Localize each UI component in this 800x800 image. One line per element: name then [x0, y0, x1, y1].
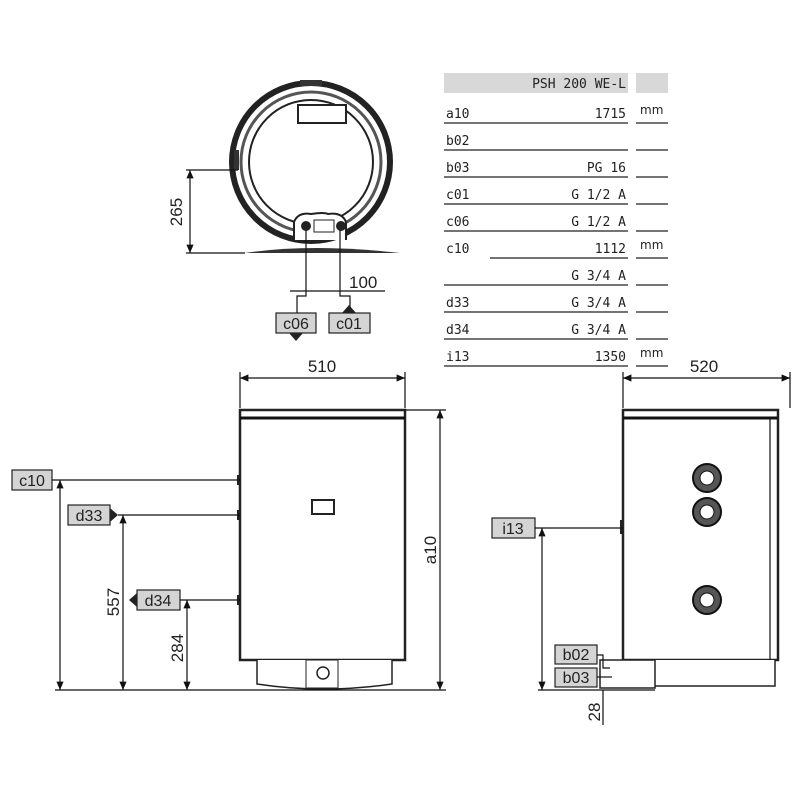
row-value: G 3/4 A	[571, 296, 626, 311]
row-code: d33	[446, 296, 469, 311]
spec-table: PSH 200 WE-L a10 1715 mm b02 b03 PG 16 c01 G 1/…	[444, 73, 668, 367]
row-value: G 3/4 A	[571, 269, 626, 284]
front-display	[311, 499, 335, 515]
side-tank-body	[621, 408, 780, 662]
label-c01-box	[328, 312, 371, 334]
table-title: PSH 200 WE-L	[532, 77, 626, 92]
label-d33: d33	[76, 508, 103, 525]
top-view: 265 100 c06 c01	[167, 80, 400, 341]
dim-510: 510	[308, 357, 336, 376]
row-value: 1715	[595, 107, 626, 122]
row-value: G 1/2 A	[571, 188, 626, 203]
table-row: c01 G 1/2 A	[444, 188, 668, 205]
row-code: i13	[446, 350, 469, 365]
row-code: d34	[446, 323, 470, 338]
dim-557: 557	[104, 588, 123, 616]
side-connection-bosses	[692, 463, 722, 615]
side-foot	[599, 659, 656, 689]
dim-a10: a10	[421, 536, 440, 564]
dim-284: 284	[168, 634, 187, 662]
connection-c01-port	[336, 221, 346, 231]
top-view-base	[245, 248, 400, 253]
table-row: i13 1350 mm	[444, 346, 668, 367]
row-unit: mm	[640, 346, 663, 360]
table-row: a10 1715 mm	[444, 103, 668, 124]
row-value: 1350	[595, 350, 626, 365]
row-unit: mm	[640, 238, 663, 252]
table-row: c06 G 1/2 A	[444, 215, 668, 232]
table-row: c10 1112 mm	[446, 238, 668, 259]
label-b02: b02	[563, 647, 590, 664]
row-code: a10	[446, 107, 469, 122]
dim-265: 265	[167, 198, 186, 226]
row-value: G 3/4 A	[571, 323, 626, 338]
dim-520: 520	[690, 357, 718, 376]
dim-100: 100	[349, 273, 377, 292]
row-code: c06	[446, 215, 469, 230]
row-code: b03	[446, 161, 469, 176]
label-d34: d34	[145, 593, 172, 610]
row-code: c01	[446, 188, 469, 203]
dim-28: 28	[585, 703, 604, 722]
row-unit: mm	[640, 103, 663, 117]
row-code: c10	[446, 242, 469, 257]
label-c10: c10	[19, 473, 45, 490]
row-value: 1112	[595, 242, 626, 257]
table-row: d34 G 3/4 A	[444, 323, 668, 340]
label-b03: b03	[563, 670, 590, 687]
label-c01: c01	[336, 316, 362, 333]
label-i13: i13	[502, 521, 523, 538]
table-row: d33 G 3/4 A	[444, 296, 668, 313]
heater-cover	[297, 104, 347, 124]
front-tank-body	[238, 408, 407, 662]
row-value: G 1/2 A	[571, 215, 626, 230]
row-code: b02	[446, 134, 469, 149]
row-value: PG 16	[587, 161, 626, 176]
front-view: 510 a10 c10 d33 557 d34 284	[11, 357, 446, 691]
side-view: 520 i13 b02 b03 28	[491, 357, 791, 725]
table-row: G 3/4 A	[444, 269, 668, 286]
connection-c06-port	[301, 221, 311, 231]
label-c06: c06	[283, 316, 309, 333]
table-row: b03 PG 16	[444, 161, 668, 178]
table-row: b02	[444, 134, 668, 151]
